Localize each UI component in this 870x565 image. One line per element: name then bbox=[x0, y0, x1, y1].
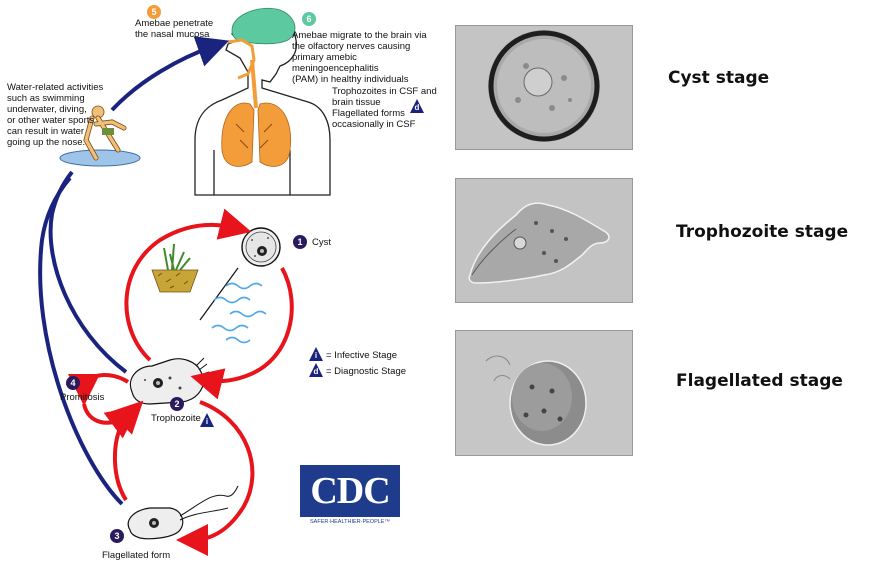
cyst-stage-label: Cyst stage bbox=[668, 68, 770, 88]
legend-infective-letter: i bbox=[314, 351, 318, 360]
step-2-label: Trophozoite bbox=[151, 413, 201, 424]
step-3-badge bbox=[110, 529, 124, 543]
cyst-drawing bbox=[241, 227, 281, 267]
cdc-logo: CDC SAFER·HEALTHIER·PEOPLE™ bbox=[300, 465, 400, 531]
diagnostic-letter: d bbox=[414, 103, 420, 112]
step-1-badge bbox=[293, 235, 307, 249]
red-cycle-arrows bbox=[68, 208, 294, 556]
infective-letter: i bbox=[205, 417, 209, 426]
water-waves-icon bbox=[211, 282, 267, 344]
step-1-label: Cyst bbox=[312, 237, 331, 248]
cdc-logo-text: CDC bbox=[310, 470, 390, 512]
step-3-label: Flagellated form bbox=[102, 550, 171, 561]
legend-infective-text: = Infective Stage bbox=[326, 350, 398, 361]
infective-triangle-icon bbox=[200, 413, 214, 427]
cdc-tagline: SAFER·HEALTHIER·PEOPLE™ bbox=[310, 519, 390, 525]
trophozoite-stage-label: Trophozoite stage bbox=[676, 222, 849, 242]
legend-diagnostic-letter: d bbox=[313, 367, 319, 376]
trophozoite-drawing bbox=[129, 357, 210, 405]
step-6-badge bbox=[302, 12, 316, 26]
water-activities-text: Water-related activities such as swimmin… bbox=[7, 82, 104, 148]
step-1-number: 1 bbox=[297, 237, 303, 247]
step-6-text: Amebae migrate to the brain via the olfa… bbox=[292, 30, 427, 85]
step-2-badge bbox=[170, 397, 184, 411]
step-2-number: 2 bbox=[174, 399, 180, 409]
legend-diagnostic-icon bbox=[309, 363, 323, 377]
step-4-badge bbox=[66, 376, 80, 390]
legend-diagnostic-text: = Diagnostic Stage bbox=[326, 366, 407, 377]
step-5-text: Amebae penetrate the nasal mucosa bbox=[135, 18, 214, 40]
lung-left-icon bbox=[221, 102, 255, 167]
lung-right-icon bbox=[257, 102, 292, 167]
step-4-number: 4 bbox=[70, 378, 76, 388]
step-3-number: 3 bbox=[114, 531, 120, 541]
nasal-passage-icon bbox=[227, 38, 256, 80]
step-5-number: 5 bbox=[151, 7, 157, 17]
csf-text: Trophozoites in CSF and brain tissue Fla… bbox=[332, 86, 437, 130]
step-5-badge bbox=[147, 5, 161, 19]
swimmer-illustration bbox=[59, 105, 141, 167]
brain-icon bbox=[231, 7, 296, 45]
human-figure bbox=[194, 7, 331, 196]
legend-infective-icon bbox=[309, 347, 323, 361]
blue-arrows bbox=[38, 36, 230, 506]
water-pool-icon bbox=[59, 149, 141, 167]
trophozoite-photo bbox=[455, 178, 633, 303]
flagellated-stage-label: Flagellated stage bbox=[676, 371, 843, 391]
diagnostic-triangle-icon bbox=[410, 99, 424, 113]
step-4-label: Promitosis bbox=[60, 392, 105, 403]
soil-grass-illustration bbox=[151, 243, 199, 293]
step-6-number: 6 bbox=[306, 14, 312, 24]
cyst-photo bbox=[455, 25, 633, 150]
flagellated-photo bbox=[455, 330, 633, 456]
